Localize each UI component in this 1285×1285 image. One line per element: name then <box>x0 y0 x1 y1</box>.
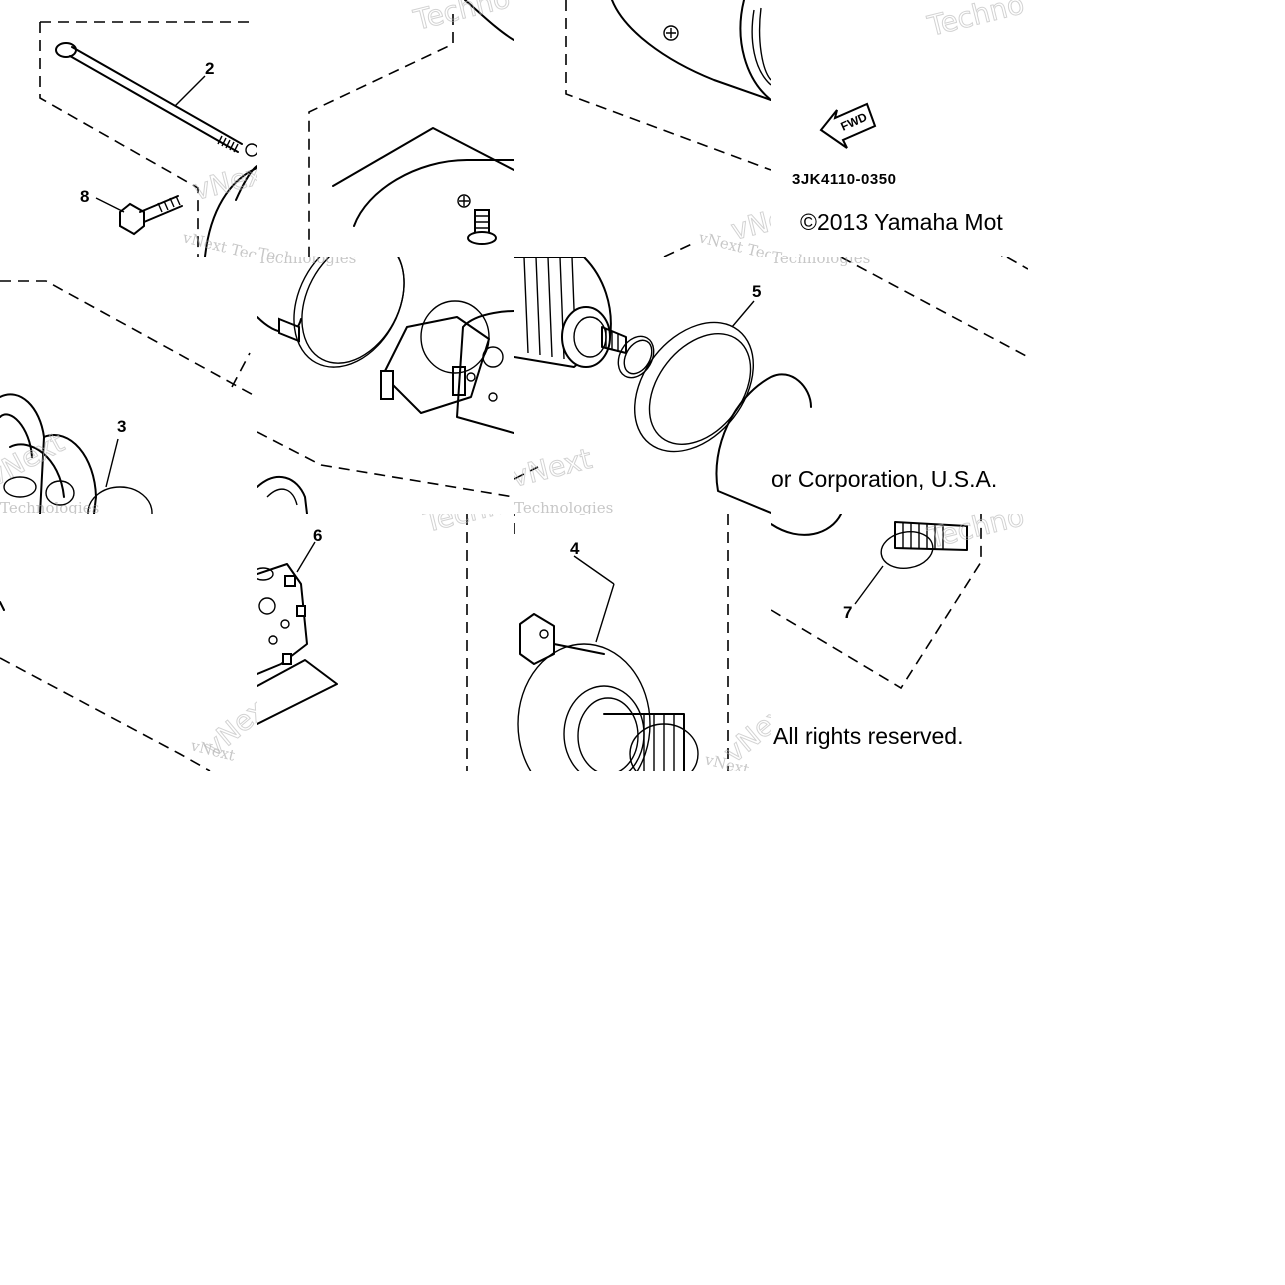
tile-fwd-partno: FWD 3JK4110-0350 ©2013 Yamaha Mot Techno… <box>771 0 1028 257</box>
terminal-screw <box>457 194 497 245</box>
callout-3: 3 <box>117 417 126 436</box>
fwd-arrow-icon: FWD <box>819 102 877 149</box>
copyright-line-3: All rights reserved. <box>773 723 963 749</box>
brush-plate <box>456 310 514 434</box>
tile-brush-holder: Technologies <box>257 257 514 514</box>
watermark-technologies-5: Technologies <box>514 499 613 514</box>
tile-armature: 5 vNext Technologies <box>514 257 771 514</box>
watermark-technologies-7: Technologies <box>514 514 609 516</box>
armature-part <box>514 257 627 368</box>
brush-plate-part-6 <box>257 563 308 675</box>
tile-motor-assembly: 4 vNext vNext Technologies <box>514 514 771 771</box>
watermark-technologies-1: Technologies <box>257 244 357 257</box>
watermark-techno-4: Techno <box>924 514 1028 555</box>
part-number: 3JK4110-0350 <box>792 171 896 188</box>
watermark-vnext-tec: vNext Tec <box>180 228 257 257</box>
watermark-technologies-2: Technologies <box>771 248 871 257</box>
copyright-line-1: ©2013 Yamaha Mot <box>800 209 1003 235</box>
tile-yoke-top: vNext Tec vNext <box>514 0 771 257</box>
tile-front-lower: vNext vNext <box>0 514 257 771</box>
callout-2: 2 <box>205 59 214 78</box>
watermark-techno-2: Techno <box>924 0 1028 43</box>
callout-4: 4 <box>570 539 580 558</box>
oring-part-7 <box>880 531 934 569</box>
tile-front-cover: 3 vNext Technologies <box>0 257 257 514</box>
yoke-oring-part-5 <box>633 321 755 453</box>
watermark-techno-1: Techno <box>410 0 514 37</box>
starter-motor-assembly-part-4 <box>517 613 699 771</box>
copyright-line-2: or Corporation, U.S.A. <box>771 466 997 492</box>
flange-bolt-part-8 <box>119 195 183 236</box>
watermark-technologies-3: Technologies <box>0 499 99 514</box>
watermark-technologies-4: Technologies <box>257 257 356 267</box>
callout-8: 8 <box>80 187 89 206</box>
tile-brush-plate: 6 Techno <box>257 514 514 771</box>
tile-rear-cover-top: Techno Technologies <box>257 0 514 257</box>
tile-bolts: 2 8 vNext Tec vNext <box>0 0 257 257</box>
watermark-vnext-4: vNext <box>514 442 595 494</box>
brush-holder-part <box>380 300 490 414</box>
callout-6: 6 <box>313 526 322 545</box>
long-bolt-part-2 <box>55 42 243 153</box>
callout-5: 5 <box>752 282 761 301</box>
tile-shaft-oring: 7 All rights reserved. Techno <box>771 514 1028 771</box>
callout-7: 7 <box>843 603 852 622</box>
watermark-vnext: vNext <box>190 155 257 207</box>
watermark-technologies-6: Technologies <box>771 257 870 267</box>
tile-copyright-mid: or Corporation, U.S.A. Technologies <box>771 257 1028 514</box>
watermark-vnext-2: vNext <box>728 195 771 247</box>
